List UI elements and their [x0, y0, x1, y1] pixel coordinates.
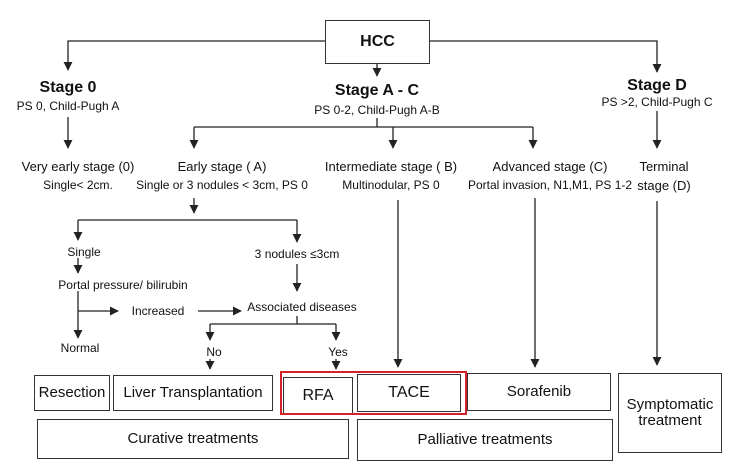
early-stage-criteria: Single or 3 nodules < 3cm, PS 0	[136, 178, 308, 192]
rfa-box: RFA	[283, 377, 353, 414]
rfa-label: RFA	[302, 386, 334, 404]
three-nodules-node: 3 nodules ≤3cm	[254, 247, 340, 261]
yes-label: Yes	[328, 345, 348, 359]
very-early-stage-title: Very early stage (0)	[21, 159, 135, 174]
liver-transplantation-label: Liver Transplantation	[123, 383, 263, 401]
tace-box: TACE	[357, 374, 461, 412]
resection-box: Resection	[34, 375, 110, 411]
stage-a-c-criteria: PS 0-2, Child-Pugh A-B	[314, 103, 440, 117]
very-early-stage-criteria: Single< 2cm.	[43, 178, 113, 192]
terminal-stage-line2: stage (D)	[637, 178, 691, 193]
sorafenib-label: Sorafenib	[506, 382, 572, 400]
stage-0-criteria: PS 0, Child-Pugh A	[16, 99, 120, 113]
early-stage-title: Early stage ( A)	[177, 159, 267, 174]
tace-label: TACE	[388, 384, 430, 402]
increased-label: Increased	[131, 304, 185, 318]
curative-treatments-box: Curative treatments	[37, 419, 349, 459]
associated-diseases-node: Associated diseases	[247, 300, 357, 314]
stage-0-title: Stage 0	[39, 79, 97, 96]
palliative-treatments-label: Palliative treatments	[417, 430, 553, 448]
palliative-treatments-box: Palliative treatments	[357, 419, 613, 461]
symptomatic-treatment-label: Symptomatic treatment	[626, 395, 714, 429]
single-node: Single	[67, 245, 101, 259]
no-label: No	[206, 345, 222, 359]
stage-d-criteria: PS >2, Child-Pugh C	[601, 95, 713, 109]
terminal-stage-line1: Terminal	[639, 159, 689, 174]
sorafenib-box: Sorafenib	[467, 373, 611, 411]
stage-a-c-title: Stage A - C	[334, 82, 420, 99]
liver-transplantation-box: Liver Transplantation	[113, 375, 273, 411]
intermediate-stage-title: Intermediate stage ( B)	[324, 159, 458, 174]
advanced-stage-title: Advanced stage (C)	[492, 159, 608, 174]
curative-treatments-label: Curative treatments	[127, 429, 259, 447]
hcc-root-label: HCC	[360, 33, 395, 51]
intermediate-stage-criteria: Multinodular, PS 0	[342, 178, 440, 192]
normal-node: Normal	[60, 341, 100, 355]
advanced-stage-criteria: Portal invasion, N1,M1, PS 1-2	[467, 178, 633, 192]
symptomatic-treatment-box: Symptomatic treatment	[618, 373, 722, 453]
portal-pressure-node: Portal pressure/ bilirubin	[58, 278, 188, 292]
resection-label: Resection	[38, 383, 106, 401]
stage-d-title: Stage D	[627, 77, 687, 94]
rfa-tace-highlight	[280, 371, 467, 415]
hcc-root-box: HCC	[325, 20, 430, 64]
